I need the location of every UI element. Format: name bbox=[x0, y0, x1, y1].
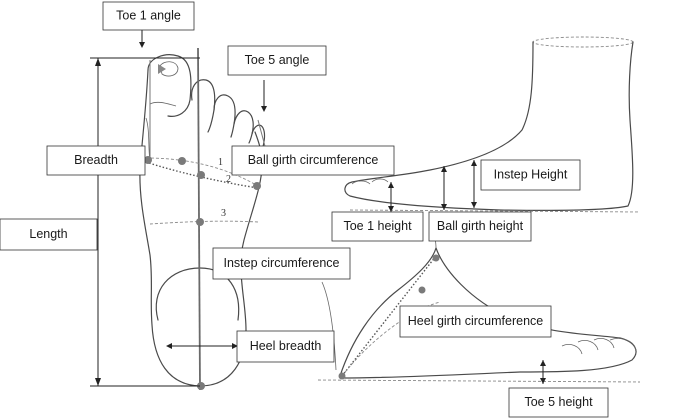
medial-heel bbox=[321, 281, 337, 371]
medial-toe-3 bbox=[577, 340, 599, 351]
toe5-angle-line bbox=[257, 119, 267, 151]
label-toe1-height-text: Toe 1 height bbox=[343, 219, 412, 233]
ball-girth-line-1 bbox=[145, 157, 259, 187]
label-heel-breadth-text: Heel breadth bbox=[250, 339, 322, 353]
label-toe1-angle: Toe 1 angle bbox=[102, 1, 195, 31]
point-axis-instep bbox=[196, 218, 204, 226]
instep-height-arrow-top bbox=[471, 160, 477, 166]
heel-girth-line-2 bbox=[341, 301, 441, 377]
ankle-top-ellipse bbox=[532, 36, 634, 48]
label-instep-height-text: Instep Height bbox=[494, 167, 568, 181]
medial-toe-2 bbox=[593, 338, 615, 349]
length-arrow-bottom bbox=[95, 378, 101, 386]
label-breadth-text: Breadth bbox=[74, 153, 118, 167]
medial-toe-4 bbox=[561, 344, 583, 355]
label-instep-circumference-text: Instep circumference bbox=[223, 256, 339, 270]
toe-3-outline bbox=[213, 94, 236, 138]
label-toe5-height: Toe 5 height bbox=[508, 387, 609, 418]
point-medial-ball bbox=[144, 156, 152, 164]
label-toe5-height-text: Toe 5 height bbox=[524, 395, 593, 409]
ball-girth-height-arrow-top bbox=[441, 166, 447, 172]
toe5-height-arrow-top bbox=[540, 360, 546, 366]
toe-2-outline bbox=[191, 79, 216, 133]
girth-marker-2: 2 bbox=[226, 174, 231, 185]
foot-medial-outline bbox=[339, 247, 637, 379]
label-toe5-angle: Toe 5 angle bbox=[227, 45, 327, 76]
side-ground-line bbox=[349, 209, 641, 213]
heel-breadth-arrow-left bbox=[166, 343, 172, 349]
forefoot-detail bbox=[145, 117, 151, 161]
point-ball-center bbox=[178, 157, 186, 165]
point-lateral-ball bbox=[253, 182, 261, 190]
length-arrow-top bbox=[95, 58, 101, 66]
label-instep-circumference: Instep circumference bbox=[212, 247, 351, 280]
foot-side-view bbox=[344, 36, 641, 213]
medial-ground-line bbox=[317, 379, 641, 383]
label-heel-breadth: Heel breadth bbox=[236, 330, 335, 363]
toe1-angle-arrowhead bbox=[139, 42, 145, 48]
toe-4-outline bbox=[233, 110, 254, 144]
point-axis-ball bbox=[197, 171, 205, 179]
label-ball-girth-circumference: Ball girth circumference bbox=[231, 145, 395, 176]
side-toe-2 bbox=[371, 178, 389, 183]
label-instep-height: Instep Height bbox=[480, 159, 581, 191]
heel-girth-line bbox=[341, 255, 437, 377]
toe1-tip-marker bbox=[158, 64, 166, 74]
point-heel-girth-bottom bbox=[338, 372, 346, 380]
label-length-text: Length bbox=[29, 227, 67, 241]
label-toe5-angle-text: Toe 5 angle bbox=[245, 53, 310, 67]
foot-side-outline bbox=[344, 41, 634, 211]
label-ball-girth-height-text: Ball girth height bbox=[437, 219, 524, 233]
toe1-height-arrow-top bbox=[388, 182, 394, 188]
big-toe-outline bbox=[147, 54, 192, 117]
heel-breadth-arrow-right bbox=[232, 343, 238, 349]
girth-marker-3: 3 bbox=[221, 208, 226, 219]
point-heel-girth-mid bbox=[418, 286, 426, 294]
label-ball-girth-circumference-text: Ball girth circumference bbox=[248, 153, 379, 167]
ball-girth-height-arrow-bottom bbox=[441, 204, 447, 210]
label-heel-girth-circumference-text: Heel girth circumference bbox=[408, 314, 544, 328]
toe5-angle-arrowhead bbox=[261, 106, 267, 112]
foot-top-outline bbox=[139, 69, 263, 387]
foot-medial-view bbox=[317, 215, 641, 383]
toe5-height-arrow-bottom bbox=[540, 378, 546, 384]
instep-girth-line-3 bbox=[149, 220, 259, 225]
side-toe-1 bbox=[351, 180, 371, 185]
label-breadth: Breadth bbox=[46, 145, 146, 176]
label-heel-girth-circumference: Heel girth circumference bbox=[399, 305, 552, 338]
toe-5-outline bbox=[251, 124, 266, 151]
label-ball-girth-height: Ball girth height bbox=[428, 211, 532, 242]
big-toe-nail bbox=[159, 61, 179, 77]
girth-marker-1: 1 bbox=[218, 157, 223, 168]
label-toe1-height: Toe 1 height bbox=[331, 211, 424, 242]
point-heel-end bbox=[197, 382, 205, 390]
point-heel-girth-top bbox=[432, 254, 440, 262]
label-toe1-angle-text: Toe 1 angle bbox=[116, 8, 181, 22]
instep-height-arrow-bottom bbox=[471, 202, 477, 208]
label-length: Length bbox=[0, 218, 98, 251]
toe1-height-arrow-bottom bbox=[388, 206, 394, 212]
ball-girth-line-2 bbox=[145, 161, 259, 189]
medial-toe-1 bbox=[609, 338, 637, 351]
big-toe-crease bbox=[149, 101, 177, 107]
